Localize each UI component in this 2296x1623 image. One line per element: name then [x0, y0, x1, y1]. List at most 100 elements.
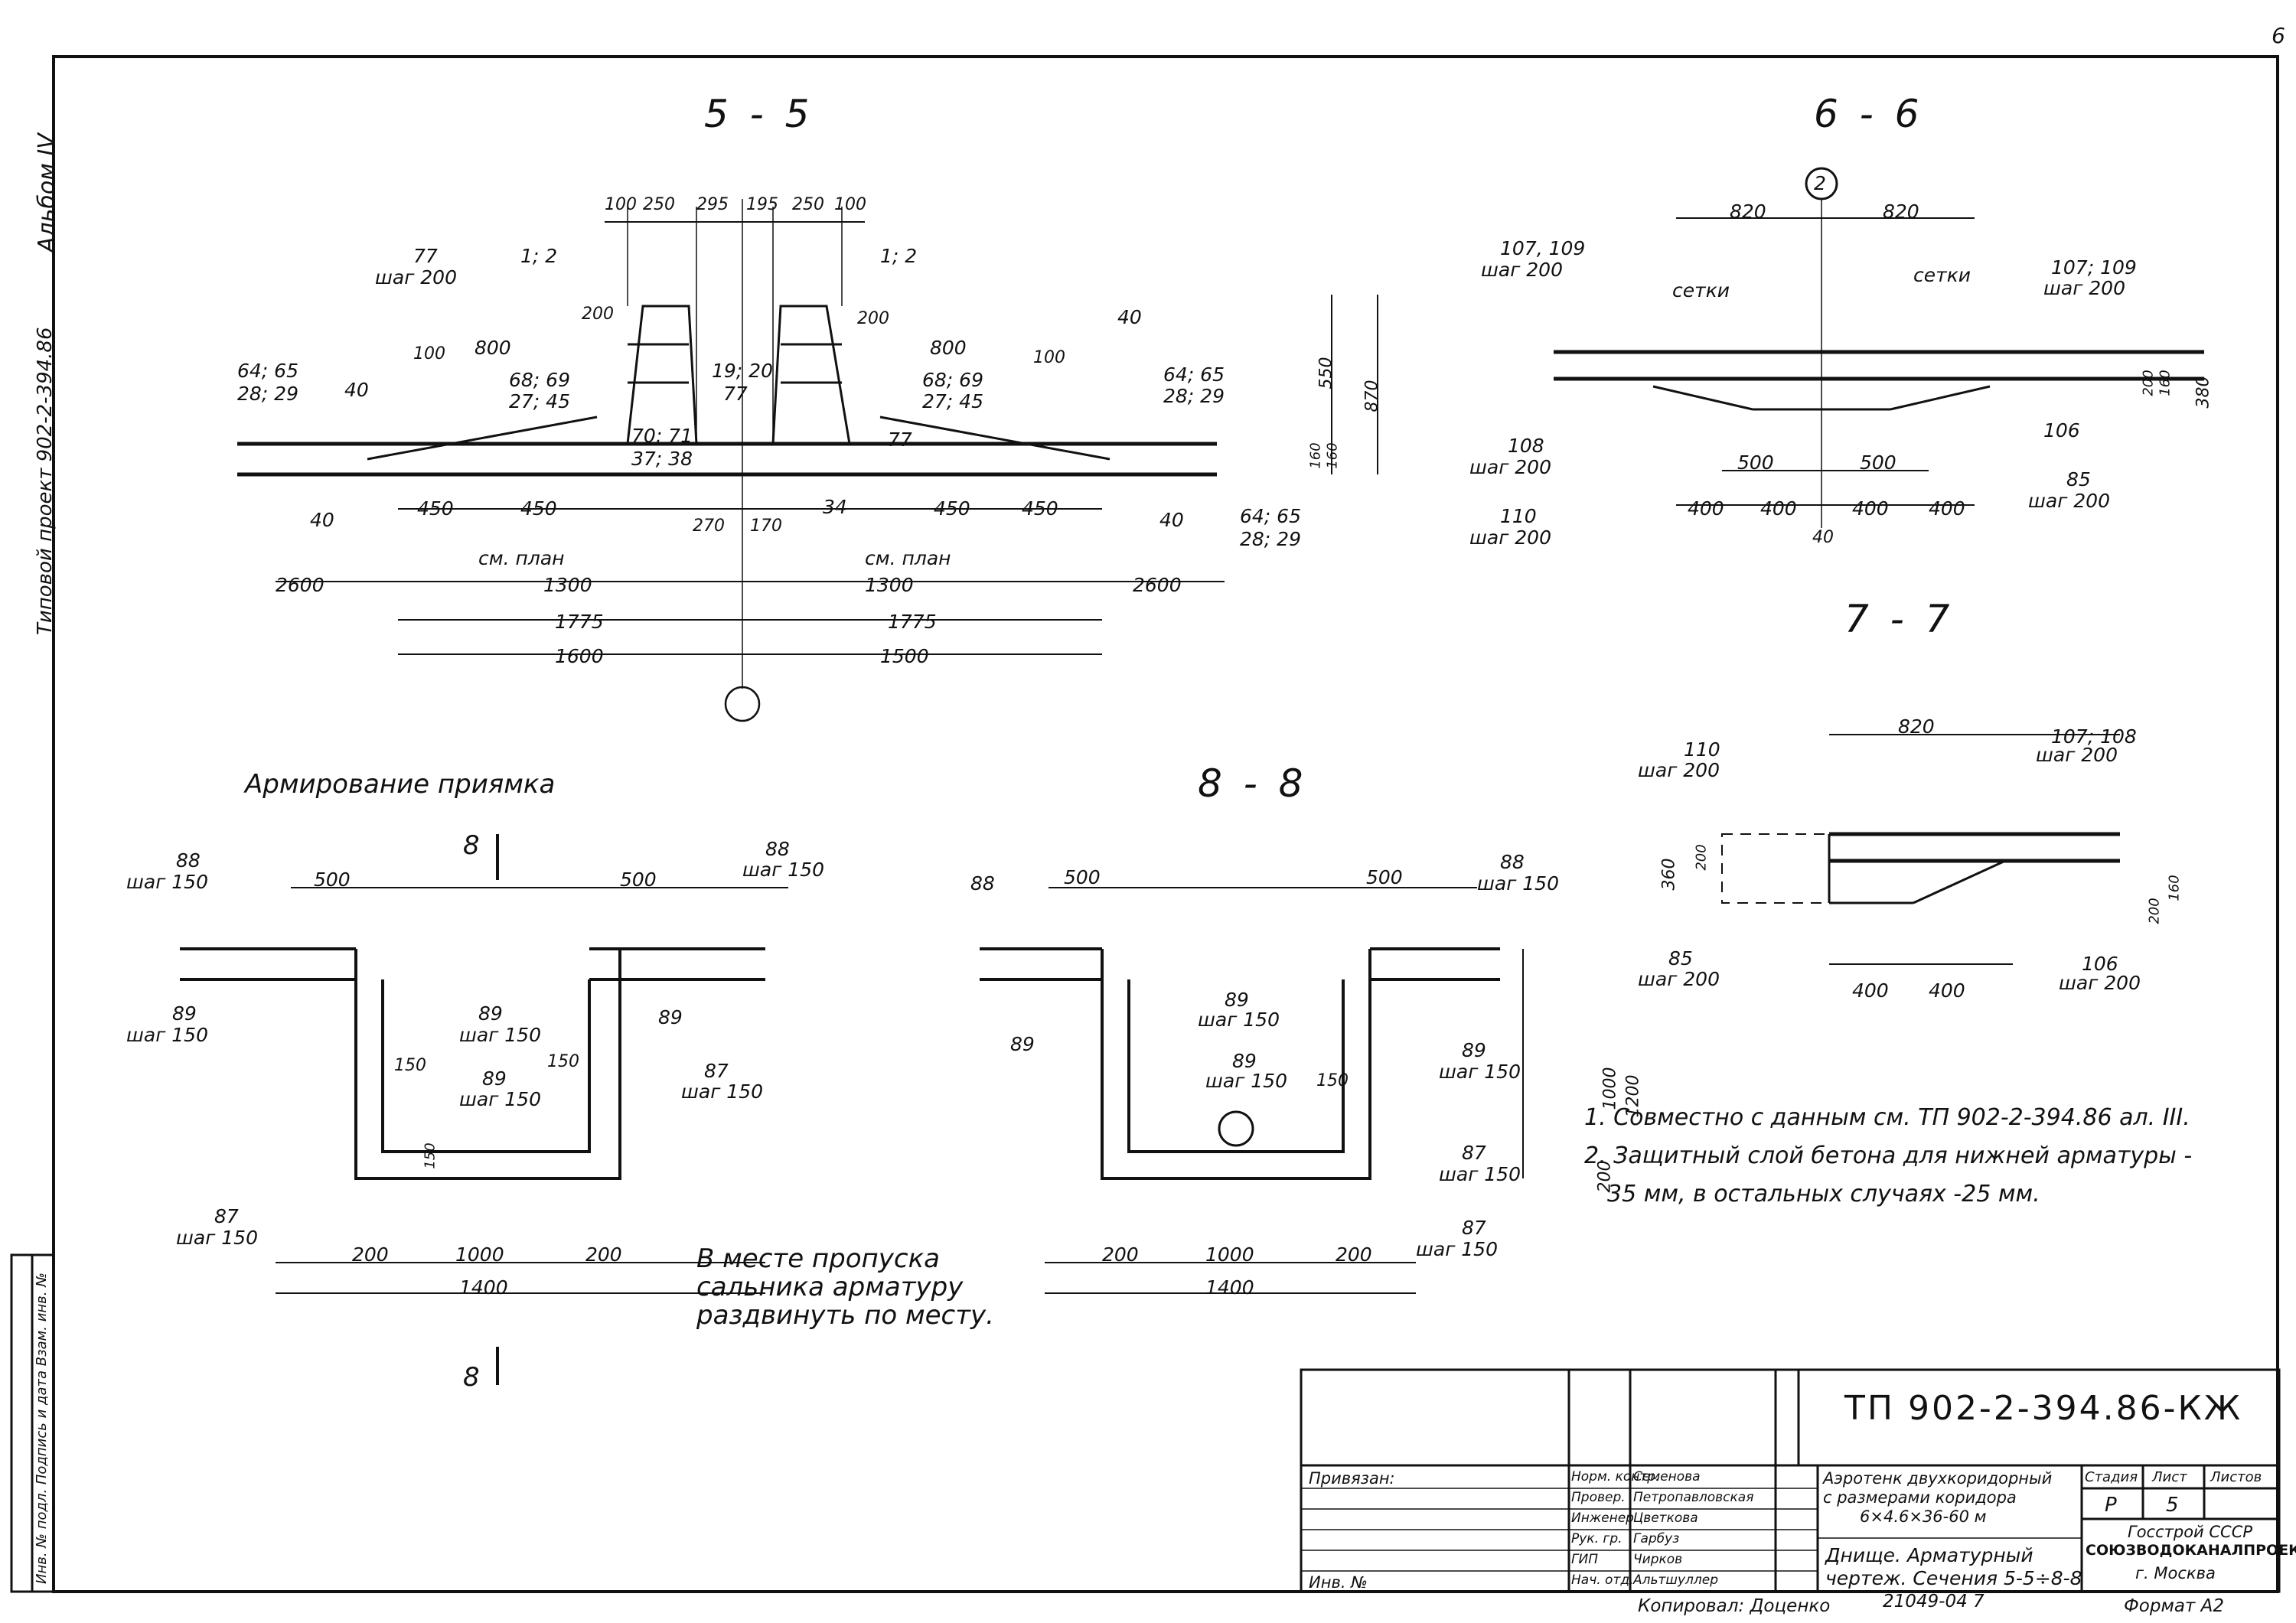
bar-label: 37; 38	[631, 448, 693, 470]
dim-label: 450	[520, 497, 557, 520]
dim-label: 195	[746, 195, 778, 214]
bar-label: шаг 150	[126, 1024, 208, 1046]
dim-label: 820	[1898, 715, 1935, 738]
dim-label: 1300	[865, 574, 914, 596]
bar-label: 70; 71	[631, 425, 693, 447]
bar-label: шаг 150	[1416, 1238, 1498, 1260]
bar-label: 106	[2043, 419, 2080, 442]
bar-label: шаг 200	[1638, 759, 1720, 781]
dim-label: 40	[1812, 528, 1834, 547]
bar-label: 85	[1668, 947, 1693, 970]
mesh-label: сетки	[1913, 264, 1971, 286]
dim-label: 500	[1366, 866, 1403, 888]
bar-label: 28; 29	[1163, 385, 1225, 407]
person-name: Гарбуз	[1633, 1531, 1680, 1546]
bar-label: 28; 29	[1240, 528, 1301, 550]
dim-label: 200	[857, 309, 889, 328]
organization: Госстрой СССР	[2128, 1523, 2253, 1541]
dim-label: 1400	[459, 1276, 508, 1299]
dim-label: 295	[696, 195, 729, 214]
dim-label: 200	[352, 1243, 389, 1266]
role-label: Норм. контр.	[1571, 1469, 1660, 1484]
bar-label: 108	[1508, 435, 1544, 457]
bar-label: шаг 150	[681, 1080, 763, 1103]
bar-label: 40	[1117, 306, 1142, 328]
dim-label: 1400	[1205, 1276, 1254, 1299]
bar-label: 27; 45	[509, 390, 570, 412]
dim-label: 100	[413, 344, 445, 363]
bar-label: шаг 200	[1469, 456, 1551, 478]
bar-label: 27; 45	[922, 390, 983, 412]
dim-label: 100	[605, 195, 637, 214]
dim-label: 360	[1659, 858, 1679, 891]
dim-label: 820	[1730, 200, 1766, 223]
dim-label: 250	[643, 195, 675, 214]
dim-label: 250	[792, 195, 824, 214]
dim-label: 270	[693, 517, 725, 536]
dim-label: 550	[1316, 357, 1336, 389]
role-label: Нач. отд.	[1571, 1572, 1634, 1588]
bar-label: шаг 200	[2059, 972, 2141, 994]
dim-label: 800	[475, 337, 511, 359]
dim-label: 2600	[276, 574, 325, 596]
pit-title: Армирование приямка	[245, 769, 556, 800]
bar-label: 89	[658, 1006, 683, 1028]
object-title: 6×4.6×36-60 м	[1860, 1507, 1987, 1526]
bar-label: 87	[1462, 1217, 1486, 1239]
dim-label: 160	[2157, 370, 2174, 396]
sheets-header: Листов	[2210, 1469, 2262, 1485]
dim-label: 400	[1929, 979, 1965, 1002]
note-2-continued: 35 мм, в остальных случаях -25 мм.	[1607, 1181, 2040, 1207]
dim-label: 150	[394, 1056, 426, 1075]
section-6-6-drawing	[1554, 167, 2204, 528]
drawing-frame	[52, 55, 2279, 1593]
callout-line: В месте пропуска	[696, 1243, 940, 1274]
section-5-5-title: 5 - 5	[704, 92, 814, 136]
bar-label: 88	[970, 872, 995, 895]
bar-label: шаг 150	[459, 1088, 541, 1110]
dim-label: 400	[1929, 497, 1965, 520]
bar-label: шаг 200	[1481, 259, 1563, 281]
bar-label: шаг 200	[1638, 968, 1720, 990]
dim-label: 1600	[555, 645, 604, 667]
bar-label: 107; 108	[2051, 725, 2137, 748]
bar-label: 89	[1225, 989, 1249, 1011]
role-label: Провер.	[1571, 1490, 1626, 1505]
bar-label: 64; 65	[1240, 505, 1301, 527]
dim-label: 200	[1102, 1243, 1139, 1266]
axis-marker: 2	[1814, 172, 1826, 194]
object-title: с размерами коридора	[1823, 1488, 2017, 1507]
person-name: Альтшуллер	[1633, 1572, 1719, 1588]
dim-label: 450	[934, 497, 970, 520]
doc-number: 21049-04 7	[1883, 1592, 1985, 1612]
bar-label: 64; 65	[1163, 363, 1225, 386]
organization: СОЮЗВОДОКАНАЛПРОЕКТ	[2086, 1542, 2296, 1559]
dim-label: 450	[1022, 497, 1058, 520]
sheet-value: 5	[2166, 1494, 2179, 1517]
dim-label: 100	[834, 195, 866, 214]
bar-label: 64; 65	[237, 360, 298, 382]
bar-label: 87	[704, 1060, 729, 1082]
dim-label: 2600	[1133, 574, 1182, 596]
bar-label: 89	[478, 1002, 503, 1025]
dim-label: 450	[417, 497, 454, 520]
dim-label: 150	[547, 1052, 579, 1071]
bar-label: шаг 200	[2036, 744, 2118, 766]
role-label: Рук. гр.	[1571, 1531, 1623, 1546]
bar-label: 68; 69	[509, 369, 570, 391]
bar-label: 40	[344, 379, 369, 401]
bar-label: 110	[1684, 738, 1720, 761]
bar-label: 34	[823, 496, 847, 518]
bar-label: шаг 150	[1205, 1070, 1287, 1092]
dim-label: 160	[2166, 875, 2183, 901]
bar-label: 88	[176, 849, 201, 872]
section-7-7-title: 7 - 7	[1844, 597, 1955, 641]
cut-mark: 8	[463, 1362, 480, 1393]
dim-label: 160	[1324, 442, 1341, 469]
section-7-7-drawing	[1721, 734, 2120, 965]
dim-label: 100	[1033, 348, 1065, 367]
bar-label: 107, 109	[1500, 237, 1586, 259]
bar-label: 1; 2	[880, 245, 918, 267]
sheet-title: Днище. Арматурный	[1825, 1544, 2033, 1566]
